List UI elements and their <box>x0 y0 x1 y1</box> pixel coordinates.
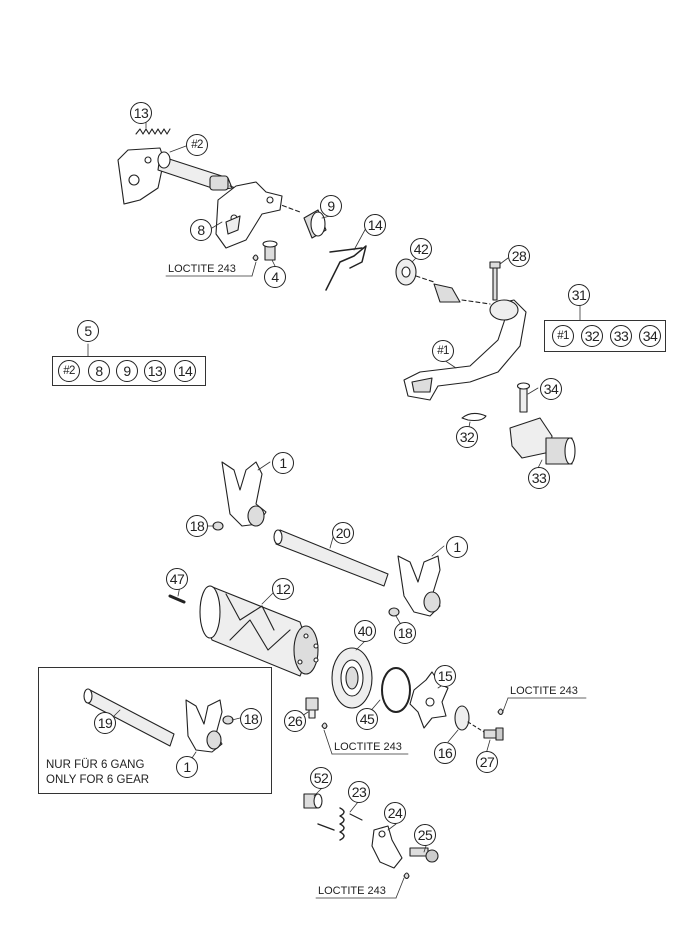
callout-8: 8 <box>190 219 212 241</box>
callout-5: 5 <box>77 320 99 342</box>
callout-9: 9 <box>320 195 342 217</box>
callout-hash1: #1 <box>432 340 454 362</box>
part-45-o-ring <box>381 667 411 713</box>
part-1-shift-fork-c <box>185 699 223 753</box>
part-1-shift-fork-a <box>221 461 267 527</box>
callout-4: 4 <box>264 266 286 288</box>
part-27-bolt <box>483 708 504 741</box>
kit-5-box <box>52 356 206 386</box>
callout-31: 31 <box>568 284 590 306</box>
callout-26: 26 <box>284 710 306 732</box>
part-19-fork-shaft <box>83 688 175 747</box>
callout-45: 45 <box>356 708 378 730</box>
part-9-bushing <box>303 209 327 239</box>
part-24-lever <box>371 825 403 869</box>
part-15-star-plate <box>409 671 449 729</box>
callout-hash2-top: #2 <box>186 134 208 156</box>
loctite-label-3: LOCTITE 243 <box>510 685 578 697</box>
callout-34: 34 <box>540 378 562 400</box>
part-47-pin <box>168 594 186 604</box>
part-52-sleeve <box>303 793 323 809</box>
callout-16: 16 <box>434 742 456 764</box>
part-hash1-shift-lever <box>403 299 527 401</box>
six-gear-only-box <box>38 667 272 794</box>
kit-31-item-4: 34 <box>639 325 661 347</box>
callout-24: 24 <box>384 802 406 824</box>
part-33-pedal-block <box>509 417 576 465</box>
callout-1-b: 1 <box>446 536 468 558</box>
callout-47: 47 <box>166 568 188 590</box>
callout-40: 40 <box>354 620 376 642</box>
part-23-spring <box>317 807 363 841</box>
callout-18-c: 18 <box>240 708 262 730</box>
part-13-spring <box>135 128 171 135</box>
part-hash2-shift-shaft <box>117 147 301 213</box>
callout-32: 32 <box>456 426 478 448</box>
callout-33: 33 <box>528 467 550 489</box>
kit-31-item-2: 32 <box>581 325 603 347</box>
kit-5-item-3: 9 <box>116 360 138 382</box>
part-12-shift-drum <box>199 585 319 677</box>
callout-20: 20 <box>332 522 354 544</box>
part-18-roller-b <box>388 607 400 617</box>
six-gear-note: NUR FÜR 6 GANG ONLY FOR 6 GEAR <box>46 758 149 788</box>
kit-5-item-4: 13 <box>144 360 166 382</box>
callout-18-b: 18 <box>394 622 416 644</box>
part-32-clip <box>461 412 487 422</box>
loctite-label-2: LOCTITE 243 <box>334 741 402 753</box>
kit-31-box <box>544 320 666 352</box>
loctite-label-1: LOCTITE 243 <box>168 263 236 275</box>
callout-19: 19 <box>94 712 116 734</box>
part-1-shift-fork-b <box>397 555 441 617</box>
part-4-bolt <box>252 240 278 262</box>
callout-1-c: 1 <box>176 756 198 778</box>
part-26-screw <box>305 697 328 730</box>
callout-27: 27 <box>476 751 498 773</box>
part-16-washer <box>454 705 485 733</box>
part-25-bolt <box>403 847 439 880</box>
part-34-pin <box>516 382 531 413</box>
kit-31-item-1: #1 <box>552 325 574 347</box>
loctite-label-4: LOCTITE 243 <box>318 885 386 897</box>
kit-5-item-1: #2 <box>58 360 80 382</box>
part-14-torsion-spring <box>325 245 367 291</box>
callout-1-a: 1 <box>272 452 294 474</box>
part-28-bolt <box>489 261 501 301</box>
part-42-washer <box>395 258 491 305</box>
callout-23: 23 <box>348 781 370 803</box>
part-8-shift-plate <box>215 181 283 249</box>
kit-5-item-2: 8 <box>88 360 110 382</box>
callout-52: 52 <box>310 767 332 789</box>
callout-25: 25 <box>414 824 436 846</box>
kit-31-item-3: 33 <box>610 325 632 347</box>
kit-5-item-5: 14 <box>174 360 196 382</box>
part-18-roller-a <box>212 521 224 531</box>
callout-28: 28 <box>508 245 530 267</box>
callout-42: 42 <box>410 238 432 260</box>
callout-12: 12 <box>272 578 294 600</box>
callout-15: 15 <box>434 665 456 687</box>
callout-14: 14 <box>364 214 386 236</box>
callout-18-a: 18 <box>186 515 208 537</box>
part-40-bearing <box>331 647 373 709</box>
six-gear-note-line1: NUR FÜR 6 GANG <box>46 759 145 771</box>
six-gear-note-line2: ONLY FOR 6 GEAR <box>46 774 150 786</box>
part-20-fork-shaft <box>273 529 389 587</box>
callout-13-top: 13 <box>130 102 152 124</box>
